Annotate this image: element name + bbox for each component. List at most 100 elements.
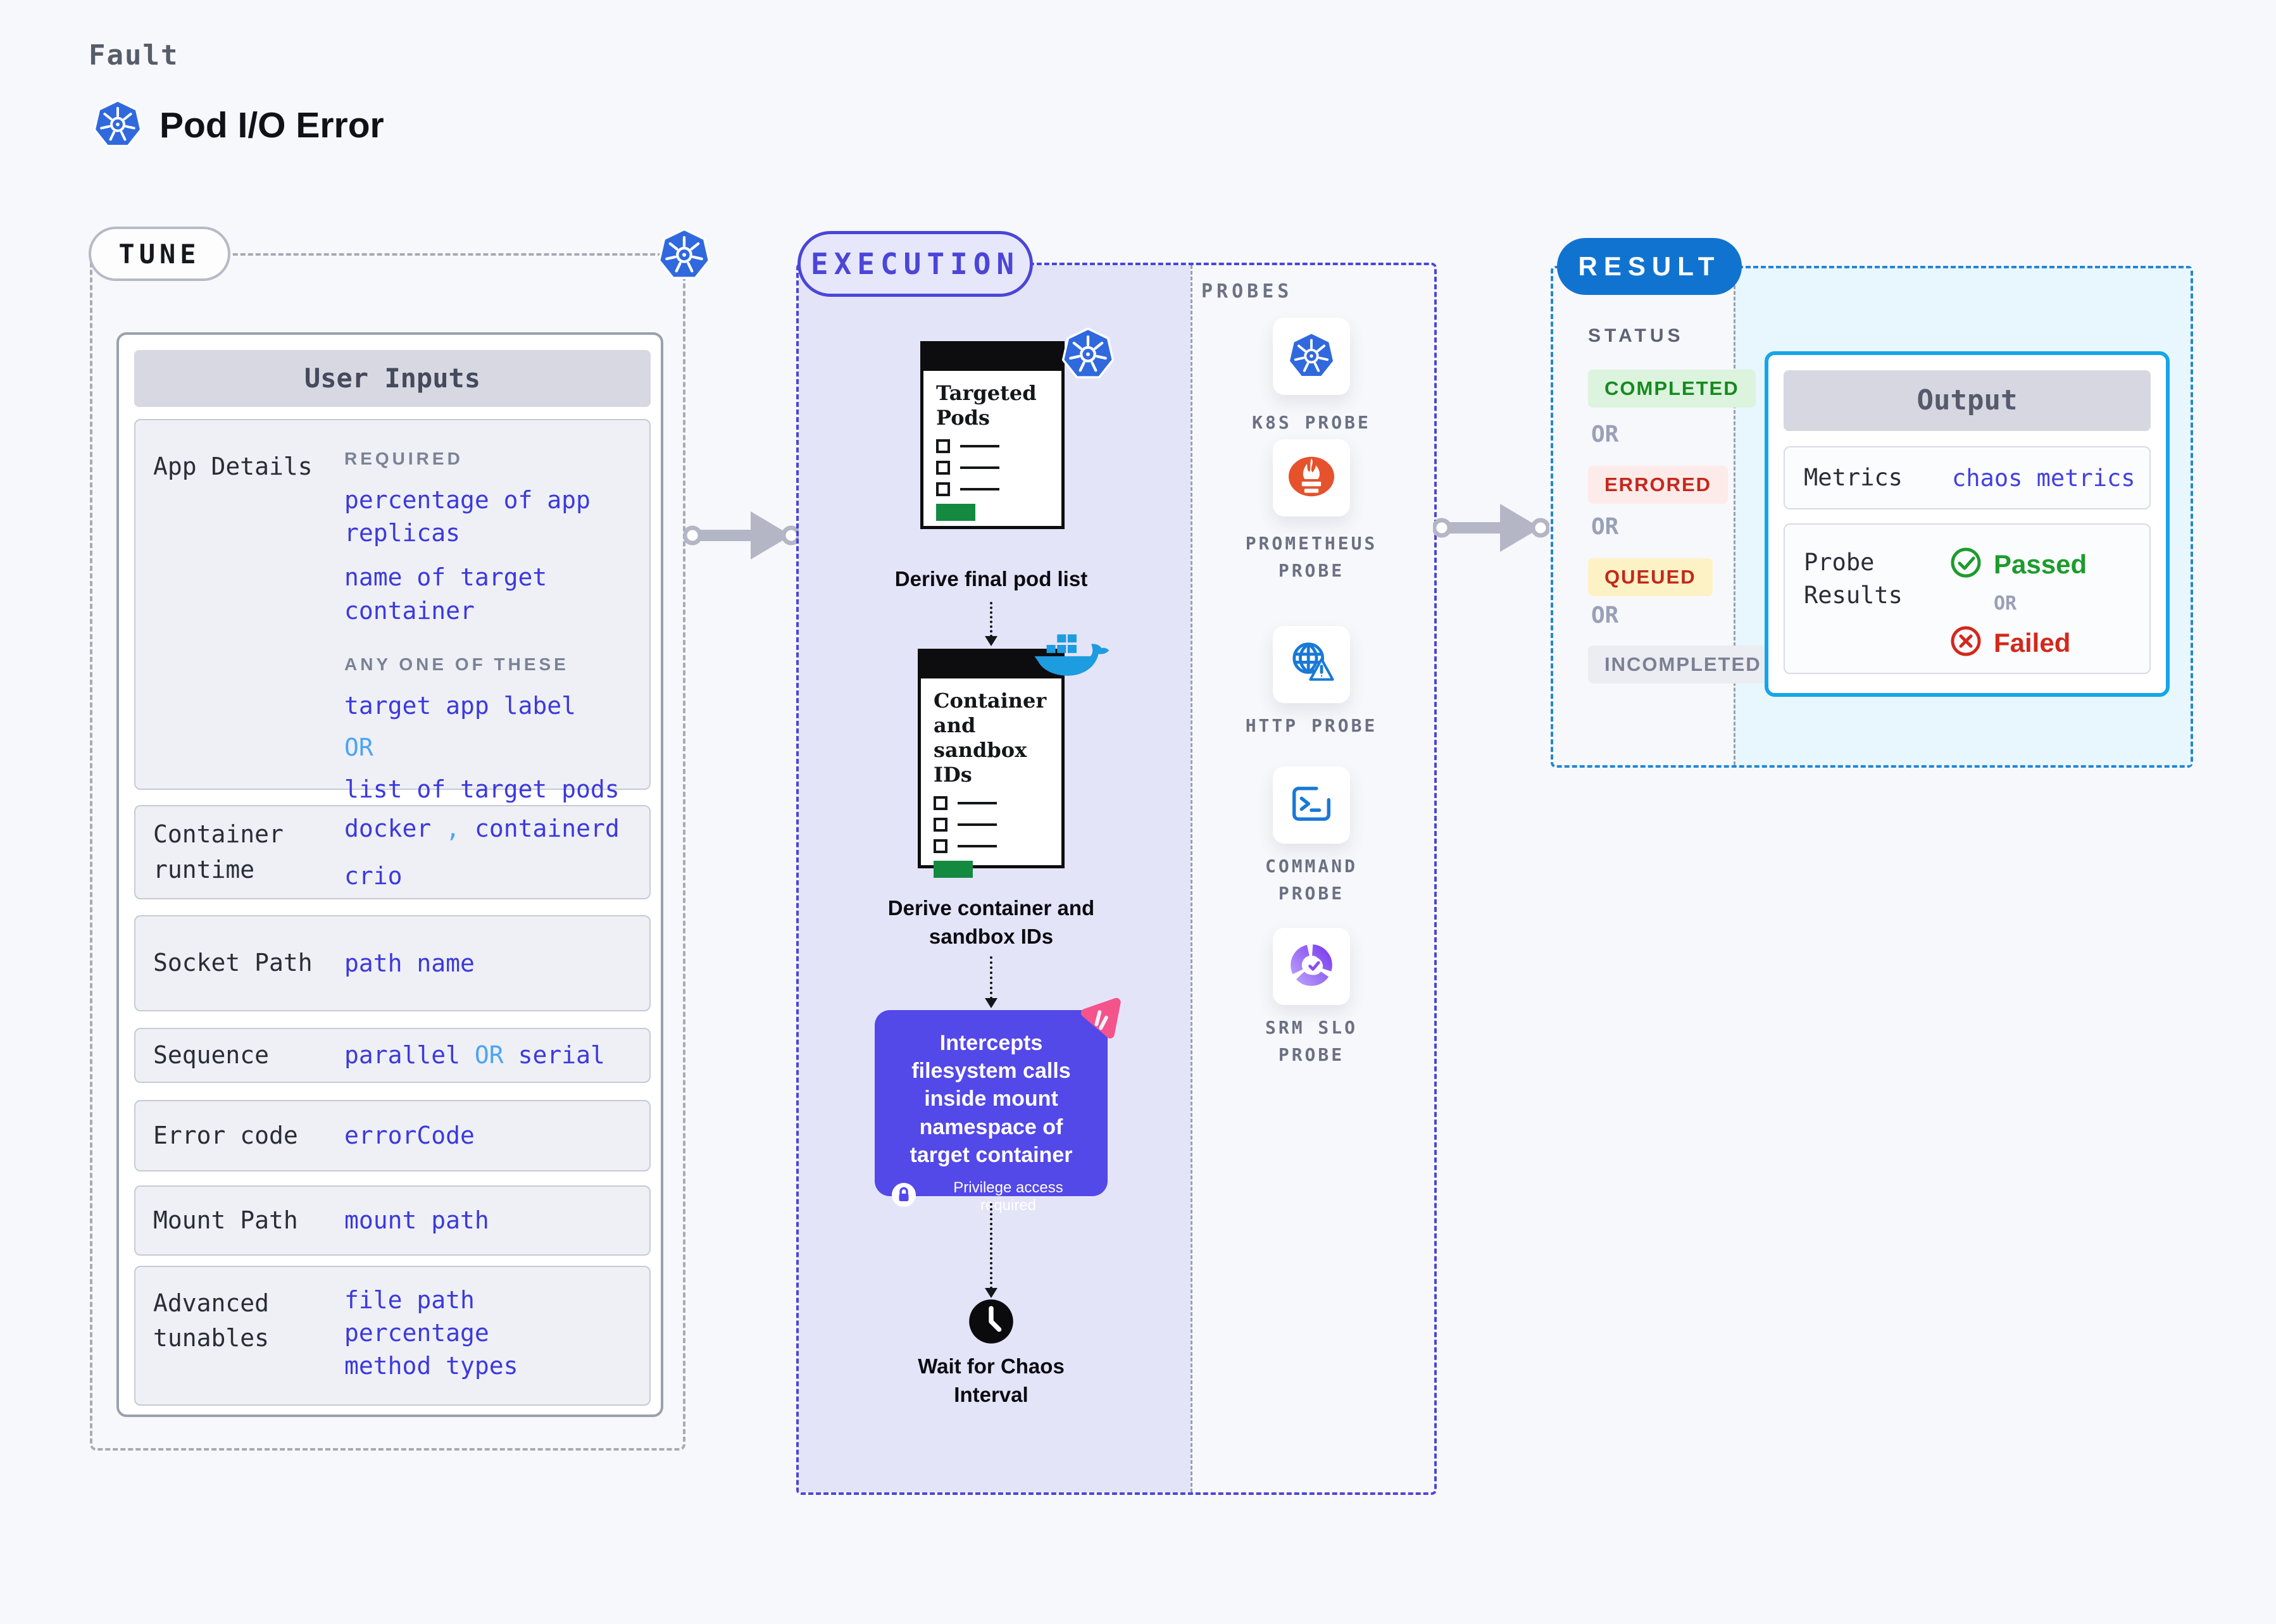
flow-connector	[985, 602, 997, 646]
required-value: name of target container	[344, 563, 547, 625]
row-value: REQUIRED percentage of app replicas name…	[344, 420, 630, 806]
result-section: RESULT STATUS COMPLETED OR ERRORED OR QU…	[1551, 238, 2193, 768]
row-value: mount path	[344, 1206, 489, 1235]
passed-label: Passed	[1994, 549, 2087, 579]
output-title: Output	[1784, 370, 2151, 431]
row-label: Socket Path	[153, 949, 313, 977]
user-inputs-card: User Inputs App Details REQUIRED percent…	[116, 332, 663, 1417]
page-title: Pod I/O Error	[159, 104, 384, 146]
step-caption: Derive container and sandbox IDs	[887, 896, 1095, 948]
probe-card-k8s	[1273, 318, 1350, 395]
checkbox-icon	[936, 482, 950, 497]
lock-icon	[891, 1182, 916, 1211]
row-app-details: App Details REQUIRED percentage of app r…	[134, 419, 651, 803]
status-badge-incompleted: INCOMPLETED	[1588, 646, 1778, 684]
kubernetes-icon	[657, 227, 711, 281]
probe-results-row: Probe Results Passed OR Failed	[1784, 523, 2151, 674]
probe-label: COMMAND PROBE	[1265, 856, 1358, 904]
clock-icon	[968, 1298, 1015, 1345]
checkbox-icon	[936, 439, 950, 454]
arrow-execution-to-result	[1433, 499, 1549, 560]
intercept-step-card: Intercepts filesystem calls inside mount…	[875, 997, 1121, 1214]
probe-label: HTTP PROBE	[1245, 715, 1378, 736]
row-mount-path: Mount Path mount path	[134, 1185, 651, 1256]
row-value: errorCode	[344, 1121, 475, 1150]
kubernetes-icon	[92, 98, 143, 152]
status-badge-queued: QUEUED	[1588, 558, 1713, 596]
document-top-bar	[923, 344, 1061, 371]
required-value: percentage of app replicas	[344, 486, 591, 547]
page-header: Pod I/O Error	[92, 98, 384, 152]
privilege-badge: Privilege access required	[891, 1179, 1091, 1215]
row-value: parallel OR serial	[344, 1041, 605, 1070]
probe-label: SRM SLO PROBE	[1265, 1017, 1358, 1066]
or-separator: OR	[1591, 514, 1619, 540]
row-error-code: Error code errorCode	[134, 1100, 651, 1171]
document-title: Container and sandbox IDs	[934, 689, 1047, 787]
probe-results-label: Probe Results	[1804, 549, 1903, 609]
check-circle-icon	[1949, 546, 1982, 582]
row-label: Advanced tunables	[153, 1289, 270, 1352]
metrics-value: chaos metrics	[1952, 464, 2135, 492]
list-line	[960, 445, 999, 448]
slo-donut-check-icon	[1286, 940, 1337, 994]
user-inputs-title: User Inputs	[134, 350, 651, 407]
output-card: Output Metrics chaos metrics Probe Resul…	[1765, 351, 2170, 697]
checkbox-icon	[936, 461, 950, 475]
row-label: App Details	[153, 453, 313, 480]
row-label: Mount Path	[153, 1206, 298, 1234]
globe-warning-icon	[1286, 638, 1337, 692]
docker-icon	[1030, 625, 1111, 685]
flow-connector	[985, 1203, 997, 1298]
failed-label: Failed	[1994, 627, 2071, 658]
document-title: Targeted Pods	[936, 381, 1037, 430]
or-separator: OR	[1994, 592, 2017, 615]
container-sandbox-ids-document: Container and sandbox IDs	[918, 649, 1065, 878]
execution-section-label: EXECUTION	[797, 231, 1033, 297]
or-separator: OR	[1591, 603, 1619, 628]
required-label: REQUIRED	[344, 449, 463, 468]
green-bar	[936, 504, 975, 522]
execution-section: EXECUTION PROBES Targeted Pods Derive fi…	[796, 231, 1437, 1495]
option-value: target app label	[344, 691, 577, 720]
row-label: Sequence	[153, 1040, 270, 1069]
flow-connector	[985, 956, 997, 1008]
probe-card-command	[1273, 766, 1350, 844]
row-advanced-tunables: Advanced tunables file path percentage m…	[134, 1266, 651, 1406]
terminal-icon	[1287, 779, 1336, 832]
row-label: Container runtime	[153, 820, 284, 884]
prometheus-icon	[1286, 451, 1337, 505]
targeted-pods-document: Targeted Pods	[920, 341, 1065, 529]
probe-card-srm-slo	[1273, 928, 1350, 1005]
arrow-tune-to-execution	[684, 506, 800, 568]
result-divider	[1734, 268, 1735, 765]
row-socket-path: Socket Path path name	[134, 915, 651, 1011]
row-container-runtime: Container runtime docker , containerd cr…	[134, 805, 651, 899]
or-separator: OR	[1591, 422, 1619, 447]
list-line	[958, 845, 997, 848]
status-badge-errored: ERRORED	[1588, 466, 1729, 504]
list-line	[958, 802, 997, 805]
probes-label: PROBES	[1201, 280, 1293, 303]
or-separator: OR	[344, 733, 373, 761]
fault-eyebrow: Fault	[89, 39, 179, 72]
kubernetes-icon	[1287, 330, 1336, 383]
step-caption: Derive final pod list	[894, 567, 1088, 590]
option-value: list of target pods	[344, 775, 620, 803]
any-one-label: ANY ONE OF THESE	[344, 654, 569, 674]
probe-label: PROMETHEUS PROBE	[1245, 533, 1378, 582]
kubernetes-icon	[1061, 326, 1115, 380]
checkbox-icon	[934, 796, 947, 811]
metrics-row: Metrics chaos metrics	[1784, 446, 2151, 509]
status-badge-completed: COMPLETED	[1588, 370, 1756, 408]
row-value: file path percentage method types	[344, 1286, 518, 1380]
row-label: Error code	[153, 1121, 298, 1149]
privilege-badge-label: Privilege access required	[953, 1178, 1063, 1214]
row-value: docker , containerd crio	[344, 815, 620, 890]
result-section-label: RESULT	[1557, 238, 1742, 295]
list-line	[960, 466, 999, 470]
chaos-pink-icon	[1073, 996, 1127, 1049]
intercept-description: Intercepts filesystem calls inside mount…	[910, 1031, 1073, 1167]
status-label: STATUS	[1588, 325, 1684, 346]
